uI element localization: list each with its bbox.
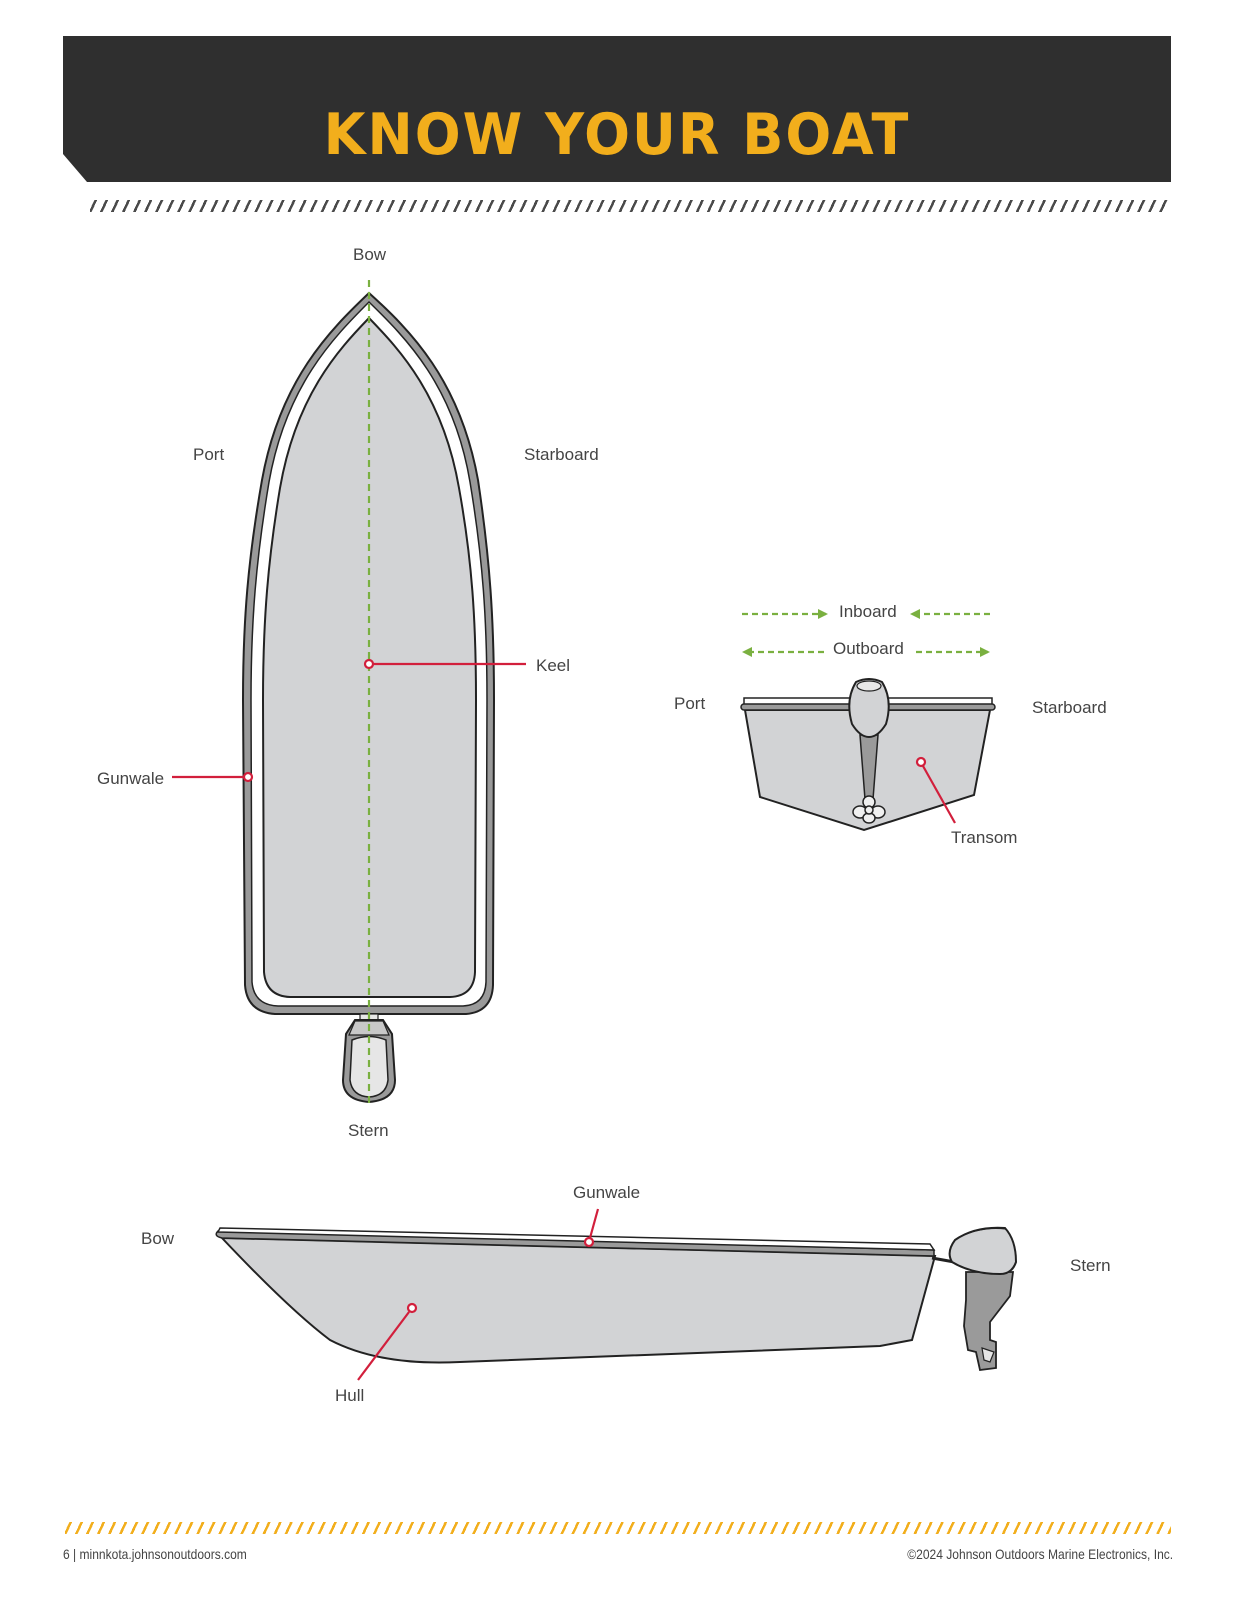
top-bow-label: Bow	[353, 245, 387, 264]
rear-view-boat	[740, 609, 996, 832]
hull-label: Hull	[335, 1386, 365, 1405]
rear-port-label: Port	[674, 694, 706, 713]
footer-page-and-site: 6 | minnkota.johnsonoutdoors.com	[63, 1546, 247, 1562]
header-hatch-divider	[90, 200, 1170, 212]
top-stern-label: Stern	[348, 1121, 389, 1140]
top-view-boat	[172, 280, 526, 1108]
footer-hatch-divider	[65, 1522, 1171, 1534]
keel-marker	[363, 658, 375, 670]
side-bow-label: Bow	[141, 1229, 175, 1248]
gunwale-label: Gunwale	[97, 769, 165, 788]
footer-copyright: ©2024 Johnson Outdoors Marine Electronic…	[907, 1546, 1173, 1562]
gunwale-marker	[242, 771, 254, 783]
side-view-boat	[215, 1208, 1018, 1381]
keel-label: Keel	[536, 656, 571, 675]
top-starboard-label: Starboard	[524, 445, 599, 464]
rear-starboard-label: Starboard	[1032, 698, 1107, 717]
top-port-label: Port	[193, 445, 225, 464]
transom-label: Transom	[951, 828, 1018, 847]
inboard-label: Inboard	[839, 602, 897, 621]
page-title: KNOW YOUR BOAT	[323, 101, 911, 168]
side-gunwale-label: Gunwale	[573, 1183, 641, 1202]
hull-marker	[406, 1302, 418, 1314]
outboard-label: Outboard	[833, 639, 904, 658]
transom-marker	[915, 756, 927, 768]
side-gunwale-marker	[583, 1236, 595, 1248]
title-banner: KNOW YOUR BOAT	[63, 36, 1171, 182]
side-stern-label: Stern	[1070, 1256, 1111, 1275]
